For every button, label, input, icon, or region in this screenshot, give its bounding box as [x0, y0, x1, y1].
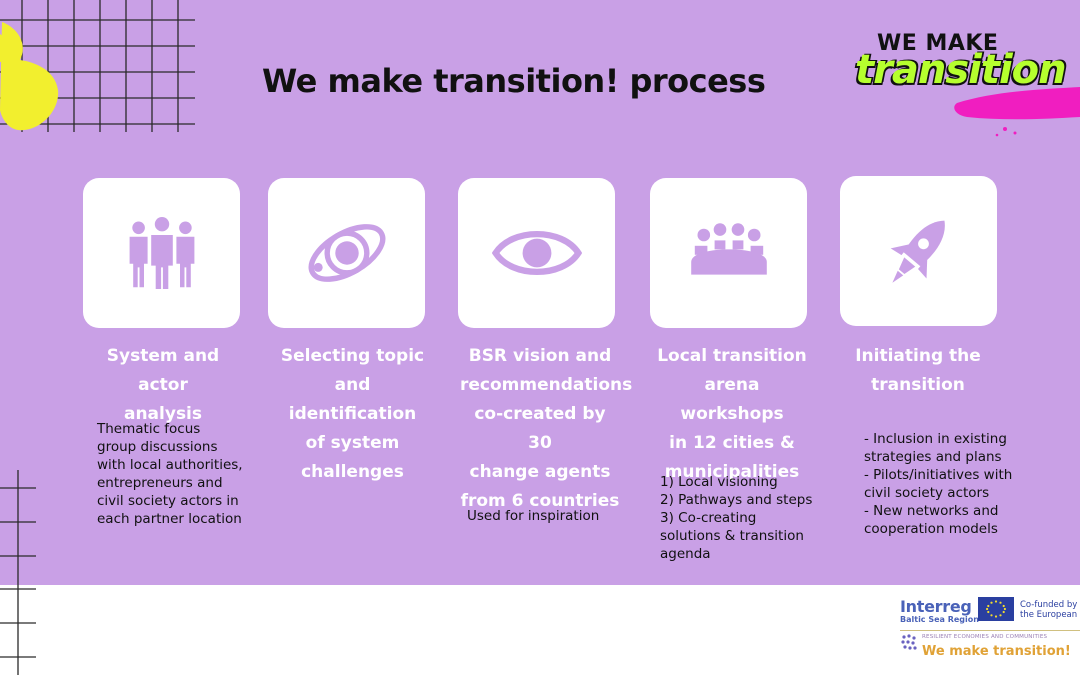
- grid-decoration-bottom-left: [0, 470, 36, 585]
- step-3-title: BSR vision and recommendations co-create…: [460, 342, 633, 516]
- people-group-icon: [129, 217, 194, 289]
- step-4-card: [650, 178, 807, 328]
- interreg-logo: Interreg Baltic Sea Region: [900, 597, 979, 624]
- meeting-table-icon: [690, 223, 767, 275]
- step-4-title-line: Local transition: [657, 346, 807, 366]
- step-5-card: [840, 176, 997, 326]
- step-5-title: Initiating the transition: [838, 342, 998, 400]
- step-4-desc-line: agenda: [660, 546, 711, 562]
- step-1-description: Thematic focus group discussions with lo…: [97, 420, 243, 528]
- step-4-title-line: municipalities: [664, 462, 800, 482]
- interreg-sub: Baltic Sea Region: [900, 615, 979, 624]
- logo-line2: transition: [855, 47, 1067, 93]
- grid-decoration-footer: [0, 585, 36, 675]
- step-1-title: System and actor analysis: [83, 342, 243, 429]
- step-1-card: [83, 178, 240, 328]
- eu-flag-icon: [978, 597, 1014, 621]
- yellow-scribble: [0, 22, 59, 131]
- step-3-title-line: recommendations: [460, 375, 633, 395]
- step-1-desc-line: each partner location: [97, 511, 242, 527]
- step-4-description: 1) Local visioning 2) Pathways and steps…: [660, 473, 812, 563]
- step-4-title: Local transition arena workshops in 12 c…: [652, 342, 812, 487]
- step-2-title-line: and identification: [288, 375, 417, 424]
- step-1-title-line: analysis: [123, 404, 203, 424]
- grid-decoration-top-left: [0, 0, 195, 132]
- step-2-title-line: challenges: [301, 462, 404, 482]
- step-5-title-line: Initiating the: [855, 346, 981, 366]
- step-1-desc-line: Thematic focus: [97, 421, 201, 437]
- dots-cluster-icon: [901, 634, 917, 650]
- step-5-desc-line: - New networks and: [864, 503, 999, 519]
- pink-brush-stroke: [954, 87, 1080, 137]
- step-5-desc-line: - Pilots/initiatives with: [864, 467, 1013, 483]
- step-5-title-line: transition: [871, 375, 965, 395]
- interreg-name: Interreg: [900, 597, 972, 616]
- step-2-title-line: of system: [305, 433, 400, 453]
- step-2-title: Selecting topic and identification of sy…: [270, 342, 435, 487]
- we-make-transition-logo: WE MAKE transition: [855, 25, 1080, 145]
- step-4-title-line: arena workshops: [680, 375, 784, 424]
- step-4-desc-line: 2) Pathways and steps: [660, 492, 813, 508]
- cofunded-line: Co-funded by: [1020, 600, 1078, 610]
- step-1-desc-line: civil society actors in: [97, 493, 239, 509]
- step-4-desc-line: 1) Local visioning: [660, 474, 778, 490]
- project-tagline: RESILIENT ECONOMIES AND COMMUNITIES: [922, 634, 1048, 640]
- step-5-desc-line: - Inclusion in existing: [864, 431, 1007, 447]
- page-title: We make transition! process: [262, 62, 766, 100]
- step-1-desc-line: with local authorities,: [97, 457, 243, 473]
- step-1-desc-line: entrepreneurs and: [97, 475, 223, 491]
- cofunded-line: the European Union: [1020, 610, 1080, 620]
- project-name: We make transition!: [922, 644, 1071, 659]
- step-4-desc-line: solutions & transition: [660, 528, 804, 544]
- step-3-title-line: BSR vision and: [468, 346, 612, 366]
- rocket-icon: [890, 220, 945, 283]
- step-5-description: - Inclusion in existing strategies and p…: [864, 430, 1012, 538]
- orbit-planet-icon: [308, 224, 385, 282]
- step-3-title-line: from 6 countries: [460, 491, 620, 511]
- step-5-desc-line: civil society actors: [864, 485, 990, 501]
- eye-icon: [491, 231, 582, 275]
- step-3-title-line: change agents: [469, 462, 611, 482]
- step-4-title-line: in 12 cities &: [669, 433, 795, 453]
- step-3-desc-line: Used for inspiration: [467, 508, 600, 524]
- logo-line1: WE MAKE: [877, 31, 999, 56]
- step-2-title-line: Selecting topic: [280, 346, 425, 366]
- step-3-description: Used for inspiration: [467, 507, 599, 525]
- step-3-title-line: co-created by 30: [474, 404, 606, 453]
- step-1-title-line: System and actor: [106, 346, 220, 395]
- footer-divider: [900, 630, 1080, 631]
- step-5-desc-line: cooperation models: [864, 521, 998, 537]
- step-3-card: [458, 178, 615, 328]
- step-1-desc-line: group discussions: [97, 439, 218, 455]
- step-4-desc-line: 3) Co-creating: [660, 510, 757, 526]
- slide-background: WE MAKE transition We make transition! p…: [0, 0, 1080, 585]
- step-5-desc-line: strategies and plans: [864, 449, 1002, 465]
- step-2-card: [268, 178, 425, 328]
- cofunded-text: Co-funded by the European Union: [1020, 600, 1080, 620]
